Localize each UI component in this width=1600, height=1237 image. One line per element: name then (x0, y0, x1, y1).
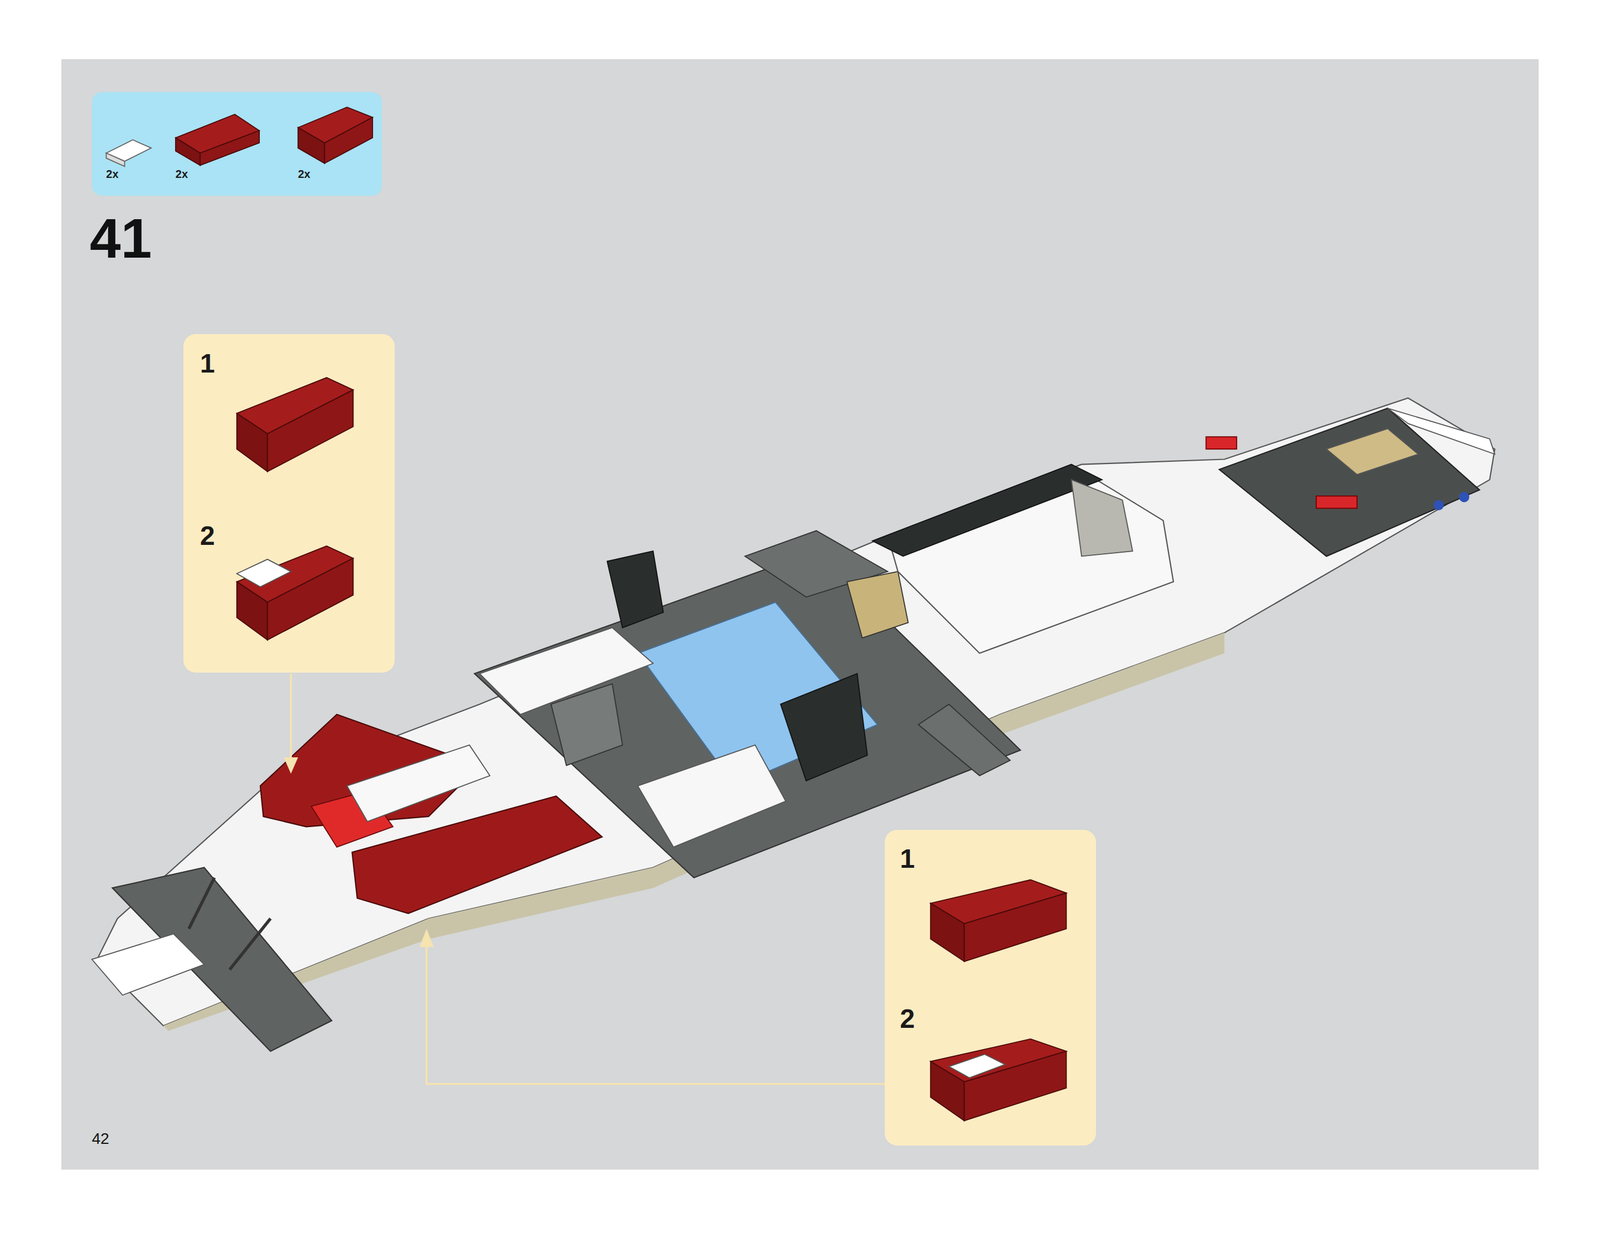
black-plate (872, 464, 1103, 557)
callout-box: 12 (884, 829, 1097, 1146)
arrowhead (283, 757, 299, 774)
rear-wedge (1387, 408, 1495, 454)
leader-line (426, 943, 885, 1084)
parts-list-panel: 2x 2x 2x (91, 91, 382, 197)
nose (91, 933, 205, 995)
arrowhead (419, 928, 434, 947)
blue-pin (1433, 500, 1444, 511)
step-number: 41 (89, 210, 152, 266)
seat (1071, 479, 1133, 556)
white-brick (346, 744, 490, 822)
tan-piece (846, 571, 909, 638)
red-pin (1205, 436, 1237, 449)
substep-number: 2 (200, 522, 216, 550)
quantity-label: 2x (297, 168, 310, 180)
red-pin (1316, 495, 1357, 508)
page-ground (61, 59, 1539, 1170)
white-brick (637, 744, 786, 847)
black-panel (607, 550, 664, 628)
grey-box (550, 683, 623, 765)
quantity-label: 2x (105, 168, 119, 180)
blue-pin (1458, 491, 1469, 502)
page-number: 42 (91, 1130, 110, 1147)
tan-plate (1326, 428, 1419, 475)
substep-number: 1 (200, 350, 216, 377)
black-panel (780, 673, 868, 781)
quantity-label: 2x (175, 168, 188, 180)
antenna (188, 877, 215, 929)
substep-number: 2 (899, 1005, 915, 1032)
substep-number: 1 (899, 845, 915, 872)
callout-box: 12 (183, 333, 395, 673)
leader-line (289, 673, 293, 761)
antenna (229, 918, 271, 970)
wing-plate (918, 704, 1011, 776)
